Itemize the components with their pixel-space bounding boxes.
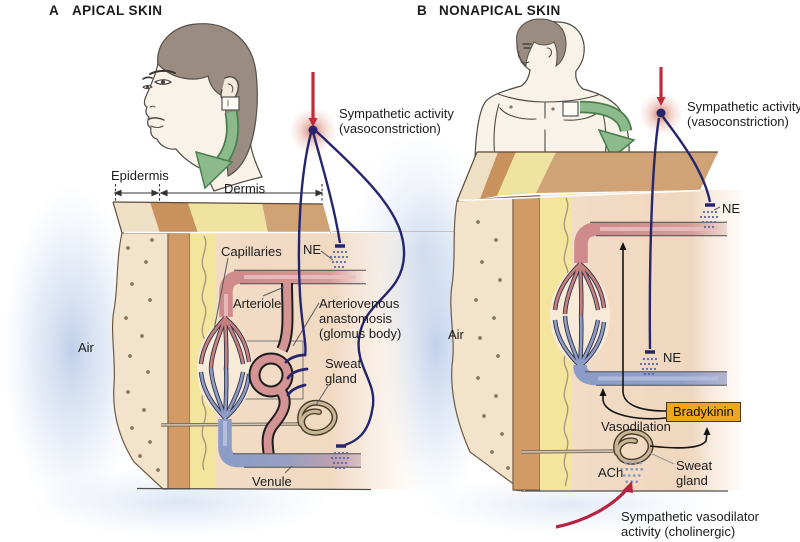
zoom-arrow-a <box>194 110 240 190</box>
epidermis-orange-a <box>167 232 191 490</box>
sympathetic-nerves-b <box>620 67 719 484</box>
zoom-arrow-b <box>579 100 636 160</box>
epidermis-cream-b <box>450 196 526 492</box>
glomus-body-a <box>248 282 294 457</box>
torso-illustration <box>474 18 630 159</box>
panel-a-letter: A <box>49 3 60 18</box>
bradykinin-box: Bradykinin <box>666 402 741 422</box>
label-av-anastomosis: Arteriovenous anastomosis (glomus body) <box>319 296 402 341</box>
venule-b <box>573 364 727 386</box>
label-air-b: Air <box>448 327 464 342</box>
venule-a <box>218 419 361 468</box>
glomus-nerve-hooks <box>284 353 309 397</box>
layer-measurement-arrows <box>113 184 324 201</box>
label-sweat-gland-a: Sweat gland <box>325 356 362 386</box>
panel-b-illustration <box>450 18 742 529</box>
corneocyte-dots-b <box>474 220 510 470</box>
label-ne-venule-b: NE <box>663 350 682 365</box>
sweat-gland-b <box>613 428 654 465</box>
label-pointers-a <box>213 250 334 474</box>
epidermis-orange-b <box>512 195 541 491</box>
label-vasodilation: Vasodilation <box>601 419 671 434</box>
ganglion-cell-a <box>308 125 318 135</box>
corneocyte-dots-a <box>124 238 160 472</box>
cholinergic-arrow <box>555 481 633 529</box>
sweat-gland-a <box>297 399 338 436</box>
panel-a-title: APICAL SKIN <box>72 3 163 18</box>
axon-to-venule-b <box>648 117 661 350</box>
vasodilation-venule-arrow <box>602 394 667 420</box>
label-sympathetic-a: Sympathetic activity (vasoconstriction) <box>339 106 454 136</box>
label-sympathetic-b: Sympathetic activity (vasoconstriction) <box>687 99 800 129</box>
skin-sample-box-a <box>221 96 240 111</box>
label-sweat-gland-b: Sweat gland <box>676 458 713 488</box>
label-epidermis: Epidermis <box>111 168 169 183</box>
axon-to-glomus-a <box>297 132 313 357</box>
axon-to-venule-a <box>315 130 406 447</box>
label-capillaries: Capillaries <box>221 244 282 259</box>
epidermis-cream-a <box>112 232 169 490</box>
label-vasodilator-activity: Sympathetic vasodilator activity (cholin… <box>621 509 760 539</box>
panel-b-letter: B <box>417 3 428 18</box>
axon-to-arteriole-a <box>311 131 342 244</box>
vessels-b <box>520 221 727 465</box>
label-dermis: Dermis <box>224 181 266 196</box>
axon-to-arteriole-b <box>662 116 712 203</box>
label-arteriole: Arteriole <box>233 296 282 311</box>
gland-to-bradykinin-arrow <box>649 432 708 449</box>
arteriole-b <box>574 222 727 263</box>
panel-a-illustration <box>112 23 513 491</box>
label-ne-arteriole-b: NE <box>722 201 741 216</box>
arteriole-a <box>219 270 364 317</box>
panel-b-title: NONAPICAL SKIN <box>439 3 561 18</box>
sympathetic-nerves-a <box>284 72 406 470</box>
skin-sample-box-b <box>562 101 579 117</box>
label-air-a: Air <box>78 340 94 355</box>
vasodilation-arteriole-arrow <box>622 249 667 412</box>
label-pointers-b <box>649 206 721 465</box>
label-ne-arteriole-a: NE <box>303 242 322 257</box>
label-venule: Venule <box>252 474 292 489</box>
bradykinin-pathway-arrows <box>599 242 711 449</box>
ganglion-cell-b <box>656 108 666 118</box>
label-ach: ACh <box>598 465 624 480</box>
